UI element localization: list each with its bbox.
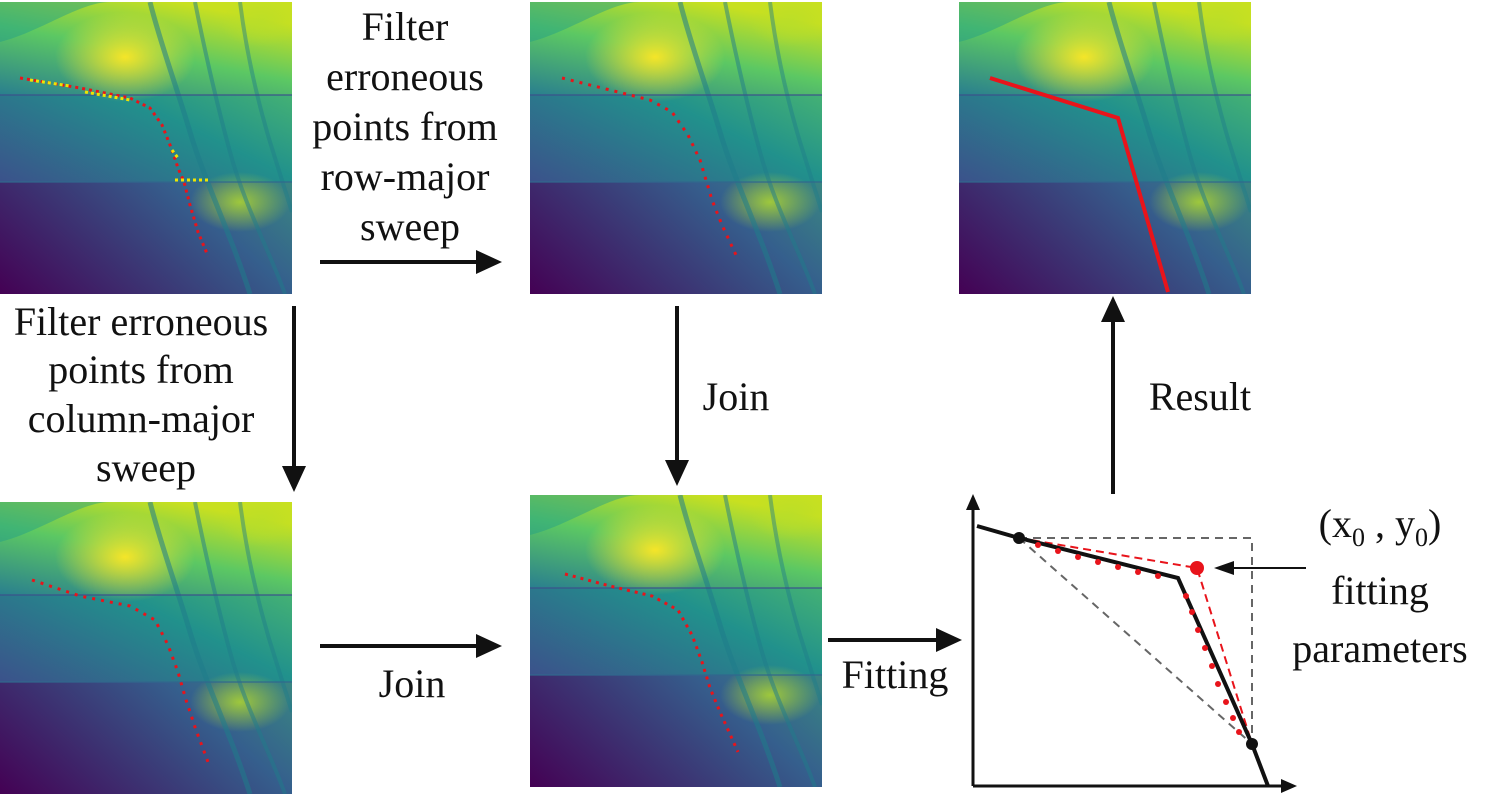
join-horizontal-label: Join — [379, 661, 446, 706]
parameter-caption-line2: parameters — [1292, 626, 1467, 671]
panel-column-filtered — [0, 497, 300, 794]
bounding-guide — [1019, 537, 1253, 744]
arrow-fitting — [828, 628, 962, 652]
arrow-row-filter — [320, 250, 502, 274]
fitting-plot: (x0 , y0) fitting parameters — [966, 494, 1468, 793]
arrow-result — [1101, 296, 1125, 494]
panel-joined — [530, 490, 830, 787]
chord-guide — [1018, 537, 1253, 745]
arrow-column-filter — [282, 306, 306, 492]
end-knot — [1246, 738, 1258, 750]
result-label: Result — [1149, 374, 1251, 419]
arrow-join-horizontal — [320, 634, 502, 658]
panel-result — [959, 0, 1259, 294]
row-filter-label: Filter erroneous points from row-major s… — [312, 4, 508, 249]
parameter-caption-line1: fitting — [1331, 568, 1429, 613]
control-guide — [1018, 537, 1253, 745]
panel-initial-points — [0, 0, 300, 294]
fit-points — [1035, 542, 1242, 735]
arrow-join-vertical — [665, 306, 689, 486]
fit-line — [976, 524, 1270, 787]
start-knot — [1013, 532, 1025, 544]
column-filter-label: Filter erroneous points from column-majo… — [14, 299, 278, 490]
parameter-coordinates: (x0 , y0) — [1319, 501, 1442, 552]
panel-row-filtered — [530, 0, 830, 294]
join-vertical-label: Join — [703, 374, 770, 419]
fitting-parameter-point — [1190, 561, 1204, 575]
fitting-label: Fitting — [842, 652, 949, 697]
